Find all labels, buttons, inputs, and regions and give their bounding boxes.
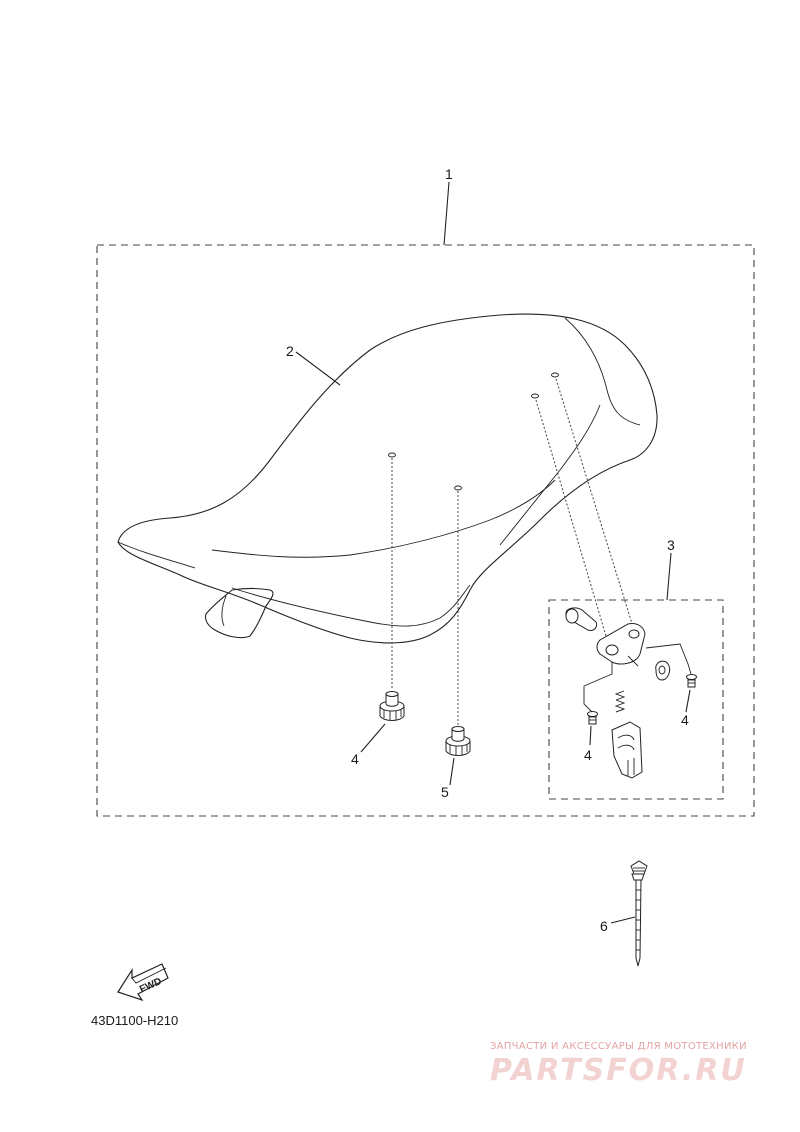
- callout-5b: 5: [441, 784, 449, 800]
- leader-4a: [685, 689, 691, 713]
- callout-3: 3: [667, 537, 675, 553]
- seat-assembly-box: [96, 244, 755, 817]
- seat-damper-right: [445, 726, 471, 756]
- callout-6: 6: [600, 918, 608, 934]
- diagram-code: 43D1100-H210: [91, 1013, 178, 1028]
- leader-2: [295, 351, 341, 386]
- watermark-brand: PARTSFOR.RU: [490, 1053, 747, 1088]
- leader-6: [610, 916, 636, 924]
- leader-5b: [449, 757, 455, 786]
- callout-2: 2: [286, 343, 294, 359]
- leader-5a: [360, 723, 386, 753]
- leader-4b: [589, 725, 592, 746]
- seat: [117, 313, 658, 644]
- callout-4a: 4: [681, 712, 689, 728]
- alignment-lines: [391, 378, 635, 728]
- callout-4b: 4: [584, 747, 592, 763]
- leader-1: [443, 181, 450, 246]
- callout-1: 1: [445, 166, 453, 182]
- seat-damper-left: [379, 691, 405, 721]
- leader-3: [666, 552, 672, 601]
- cable-tie: [630, 860, 648, 967]
- watermark-tagline: ЗАПЧАСТИ И АКСЕССУАРЫ ДЛЯ МОТОТЕХНИКИ: [490, 1041, 747, 1052]
- seat-lock-assembly: [565, 607, 697, 779]
- seat-lock-box: [548, 599, 724, 800]
- callout-5a: 4: [351, 751, 359, 767]
- mount-holes: [388, 372, 559, 491]
- fwd-arrow-icon: FWD: [117, 963, 169, 1002]
